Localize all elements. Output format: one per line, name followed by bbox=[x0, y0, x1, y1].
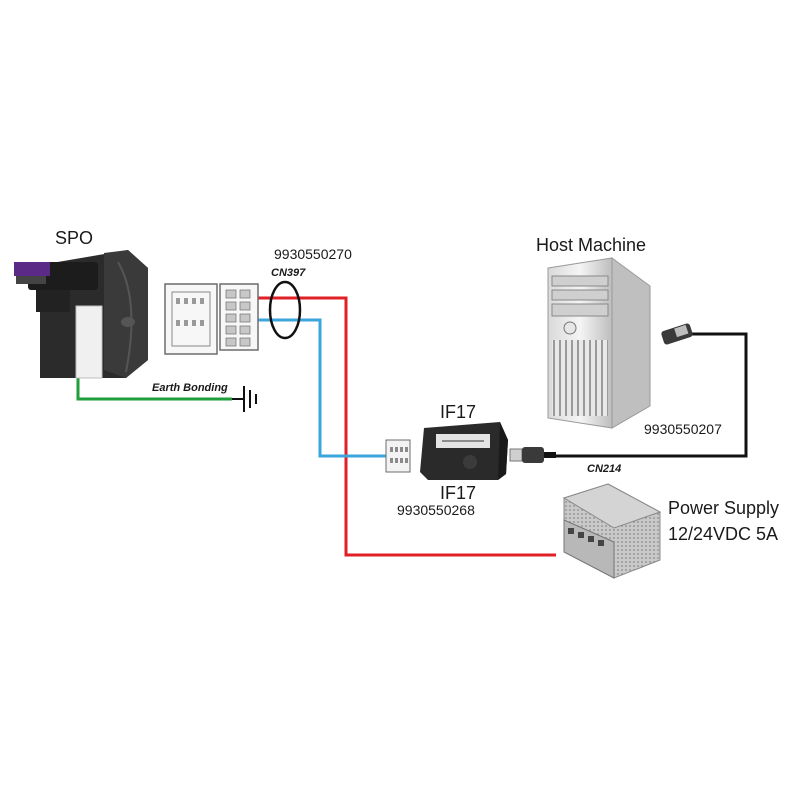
cn214-label: CN214 bbox=[587, 463, 621, 475]
if17-module bbox=[385, 422, 508, 480]
usb-b-plug-icon bbox=[509, 447, 556, 463]
if17-top-label: IF17 bbox=[440, 402, 476, 422]
main-cable-part-number: 9930550270 bbox=[274, 246, 352, 262]
if17-bottom-label: IF17 bbox=[440, 483, 476, 503]
cable-tie-icon bbox=[268, 280, 302, 340]
wires bbox=[76, 296, 748, 557]
earth-bonding-label: Earth Bonding bbox=[152, 382, 228, 394]
usb-cable bbox=[556, 332, 748, 458]
host-machine-label: Host Machine bbox=[536, 235, 646, 255]
cn397-label: CN397 bbox=[271, 267, 306, 279]
earth-ground-symbol bbox=[232, 386, 257, 412]
spo-device bbox=[14, 250, 148, 379]
power-supply-device bbox=[562, 483, 662, 579]
if17-part-number: 9930550268 bbox=[397, 502, 475, 518]
power-wire bbox=[258, 296, 556, 557]
cn397-connector bbox=[164, 283, 259, 355]
earth-wire bbox=[76, 378, 232, 401]
power-supply-label: Power Supply bbox=[668, 498, 779, 518]
usb-cable-part-number: 9930550207 bbox=[644, 421, 722, 437]
usb-plug-icon bbox=[661, 323, 693, 345]
spo-label: SPO bbox=[55, 228, 93, 248]
data-wire bbox=[258, 318, 386, 458]
power-supply-rating: 12/24VDC 5A bbox=[668, 524, 778, 544]
host-machine-device bbox=[547, 257, 651, 429]
